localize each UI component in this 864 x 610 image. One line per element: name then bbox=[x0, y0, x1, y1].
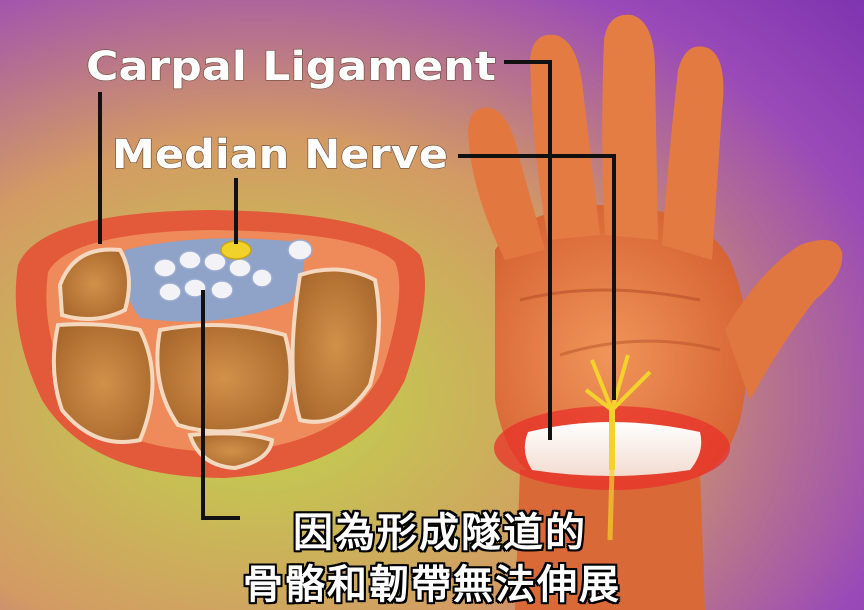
finger-ring bbox=[602, 15, 658, 240]
carpal-bone bbox=[157, 325, 290, 431]
carpal-ligament-label: Carpal Ligament bbox=[86, 44, 496, 90]
median-nerve-label: Median Nerve bbox=[112, 132, 448, 178]
subtitle-line-2: 骨骼和韌帶無法伸展 bbox=[0, 552, 864, 610]
subtitle-line-1: 因為形成隧道的 bbox=[120, 500, 760, 558]
